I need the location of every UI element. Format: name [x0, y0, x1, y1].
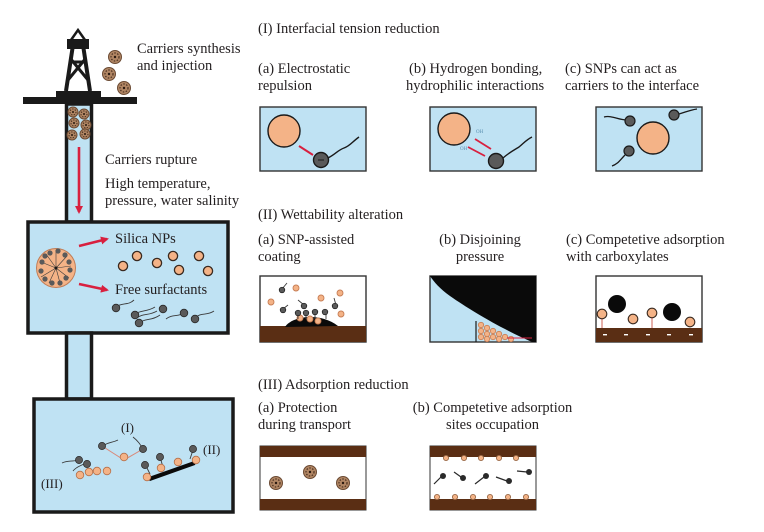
derrick-platform: [23, 97, 137, 104]
rock-layer-bottom: [430, 499, 536, 510]
silica-nanoparticle: [636, 121, 670, 155]
oh-group-label: OH: [476, 130, 484, 135]
surfactant-head: [487, 152, 505, 170]
carrier-particle: [116, 80, 132, 96]
arrow-to-silica: [78, 236, 109, 248]
derrick-braces: [66, 57, 90, 81]
derrick-top-block: [67, 39, 89, 49]
section-I-title: (I) Interfacial tension reduction: [258, 21, 440, 37]
wellbore-lower: [64, 331, 94, 401]
panel-IIIb-label-line2: sites occupation: [445, 417, 540, 433]
conditions-label-line2: pressure, water salinity: [105, 193, 240, 209]
reservoir-chamber: [32, 397, 235, 514]
carboxylate-oil: [608, 295, 626, 313]
repulsion-line: [298, 145, 314, 156]
section-II-title: (II) Wettability alteration: [258, 207, 404, 223]
surfactant-tail: [327, 136, 360, 159]
mechanism-mark-I: (I): [121, 420, 134, 435]
carrier-particle: [79, 128, 91, 140]
carrier-particle: [68, 117, 80, 129]
carrier-particle: [302, 464, 318, 480]
carrier-particle: [101, 66, 117, 82]
injection-label-line2: and injection: [137, 58, 213, 74]
panel-Ic-label-line2: carriers to the interface: [565, 78, 700, 94]
panel-Ib: [429, 106, 537, 172]
rock-layer-top: [260, 446, 366, 457]
carrier-particle: [66, 129, 78, 141]
free-surfactants-label: Free surfactants: [115, 282, 208, 298]
panel-Ib-label-line2: hydrophilic interactions: [406, 78, 545, 94]
wellbore-upper: [64, 102, 94, 224]
panel-IIIa-label-line2: during transport: [258, 417, 352, 433]
silica-np-label: Silica NPs: [115, 231, 176, 247]
conditions-label-line1: High temperature,: [105, 176, 211, 192]
rupture-label: Carriers rupture: [105, 152, 198, 168]
panel-IIa: [259, 275, 367, 343]
carrier-particle: [80, 119, 92, 131]
panel-IIa-label-line1: (a) SNP-assisted: [258, 232, 355, 248]
silica-nanoparticles: [117, 250, 214, 277]
panel-IIIb: [429, 445, 537, 511]
derrick-base: [56, 91, 101, 99]
panel-IIIa-label-line1: (a) Protection: [258, 400, 338, 416]
oh-group-label: OH: [460, 147, 468, 152]
derrick-crown: [69, 27, 87, 41]
silica-nanoparticle: [267, 114, 301, 148]
panel-IIIa: [259, 445, 367, 511]
panel-IIIb-label-line1: (b) Competetive adsorption: [412, 400, 573, 416]
panel-Ia-label-line2: repulsion: [258, 78, 312, 94]
section-III-title: (III) Adsorption reduction: [258, 377, 409, 393]
panel-Ia: [259, 106, 367, 172]
panel-IIc-label-line1: (c) Competetive adsorption: [566, 232, 725, 248]
panel-Ic-label-line1: (c) SNPs can act as: [565, 61, 677, 77]
injection-label-line1: Carriers synthesis: [137, 41, 241, 57]
rock-layer: [260, 326, 366, 342]
injected-carriers: [101, 49, 132, 96]
rock-layer-top: [430, 446, 536, 457]
panel-IIc-label-line2: with carboxylates: [566, 249, 669, 265]
panel-Ia-label-line1: (a) Electrostatic: [258, 61, 351, 77]
panel-Ic: [595, 106, 703, 172]
carboxylate-oil: [663, 303, 681, 321]
carrier-particle: [268, 475, 284, 491]
carrier-particle: [78, 108, 90, 120]
mechanism-mark-III: (III): [41, 476, 63, 491]
arrow-to-surfactants: [78, 282, 109, 293]
rock-layer-bottom: [260, 499, 366, 510]
panel-IIb-label-line2: pressure: [455, 249, 505, 265]
panel-IIa-label-line2: coating: [258, 249, 301, 265]
oil-derrick: [23, 27, 137, 104]
panel-Ib-label-line1: (b) Hydrogen bonding,: [409, 61, 543, 77]
hydrogen-bond: [467, 146, 486, 157]
carrier-particle: [107, 49, 123, 65]
rupture-chamber: [26, 220, 230, 335]
surfactant-tail: [502, 136, 533, 159]
hydrogen-bond: [474, 138, 492, 150]
carrier-particle: [335, 475, 351, 491]
silica-nanoparticle: [437, 112, 471, 146]
rock-surface: [146, 460, 197, 481]
micelle-carrier: [36, 248, 76, 288]
carrier-particle: [67, 106, 79, 118]
oil-phase: [430, 276, 536, 342]
panel-IIb-label-line1: (b) Disjoining: [439, 232, 521, 248]
mechanism-mark-II: (II): [203, 442, 221, 457]
panel-IIb: [429, 275, 537, 343]
panel-IIc: [595, 275, 703, 343]
